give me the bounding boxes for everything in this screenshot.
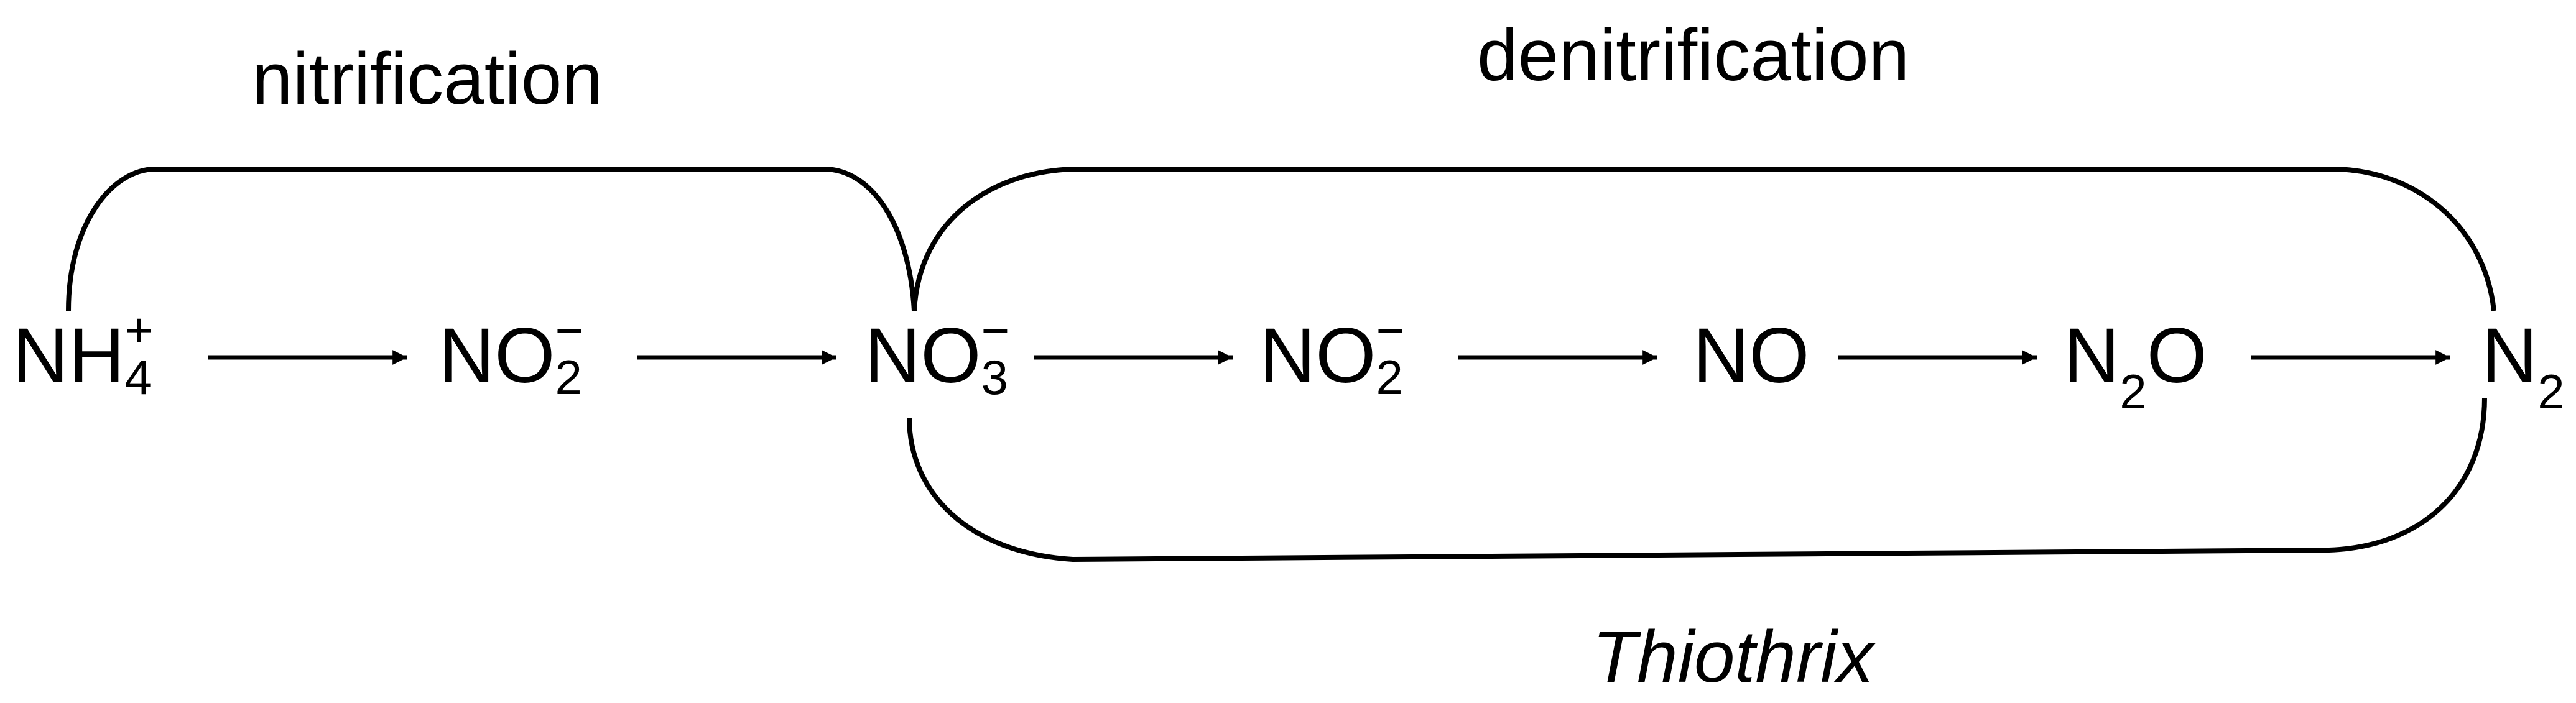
nitric-oxide-base: NO [1693, 313, 1810, 399]
nitrification-label: nitrification [252, 38, 603, 120]
species-dinitrogen: N2 [2481, 317, 2565, 416]
nitrate-charge: − [981, 303, 1010, 357]
organism-label: Thiothrix [1592, 616, 1874, 698]
nitrate-subscript: 3 [981, 350, 1008, 405]
dinitrogen-subscript: 2 [2537, 364, 2565, 419]
nitrate-base: NO [864, 313, 981, 399]
nitrous-oxide-subscript: 2 [2120, 364, 2147, 419]
species-nitric-oxide: NO [1693, 317, 1810, 395]
nitrite-2-charge: − [1376, 303, 1405, 357]
thiothrix-bracket [907, 397, 2487, 563]
ammonium-subscript: 4 [124, 350, 152, 405]
species-ammonium: NH+4 [12, 306, 157, 402]
species-nitrite-2: NO−2 [1259, 306, 1409, 402]
nitrite-1-base: NO [438, 313, 555, 399]
denitrification-bracket [912, 167, 2496, 311]
ammonium-base: NH [12, 313, 125, 399]
denitrification-label: denitrification [1477, 14, 1910, 96]
species-nitrous-oxide: N2O [2064, 317, 2207, 416]
nitrite-1-subscript: 2 [555, 350, 582, 405]
dinitrogen-base: N [2481, 313, 2538, 399]
nitrite-2-subscript: 2 [1376, 350, 1403, 405]
ammonium-charge: + [124, 303, 154, 357]
species-nitrite-1: NO−2 [438, 306, 588, 402]
nitrous-oxide-base-o: O [2146, 313, 2207, 399]
nitrite-2-base: NO [1259, 313, 1376, 399]
nitrous-oxide-base-n: N [2064, 313, 2120, 399]
species-nitrate: NO−3 [864, 306, 1014, 402]
nitrite-1-charge: − [555, 303, 584, 357]
nitrification-bracket [66, 167, 917, 311]
